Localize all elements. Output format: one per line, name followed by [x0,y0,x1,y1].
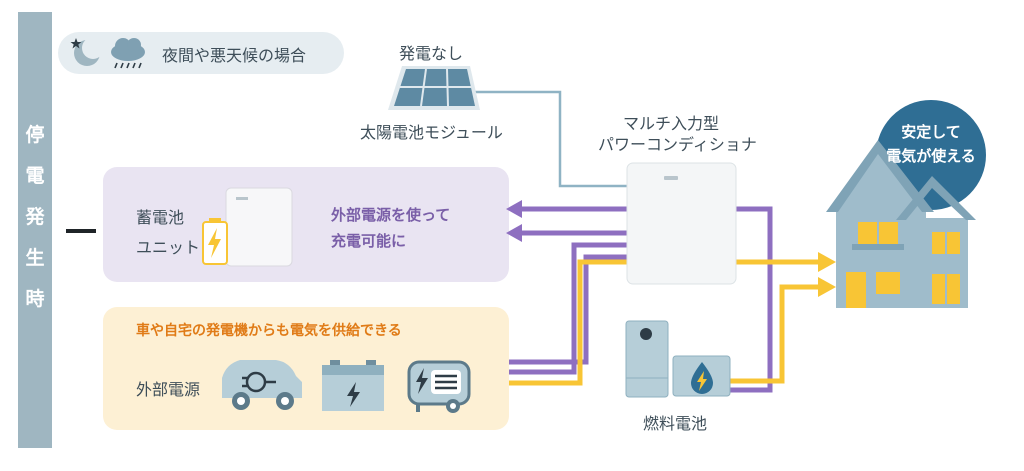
solar-status-label: 発電なし [399,44,464,63]
car-battery-icon [322,360,384,411]
battery-desc-line2: 充電可能に [331,232,407,250]
fuel-cell-label: 燃料電池 [643,414,708,433]
house-icon [826,140,976,308]
battery-label-line2: ユニット [136,238,201,257]
conditioner-label-line1: マルチ入力型 [623,114,720,133]
battery-label-line1: 蓄電池 [136,208,185,227]
arrow-head [506,224,522,242]
battery-desc-line1: 外部電源を使って [331,206,451,224]
night-condition-label: 夜間や悪天候の場合 [162,46,307,65]
arrow-head [818,277,836,297]
fuel-cell-icon [625,320,731,398]
arrow-head [818,252,836,272]
solar-module-label: 太陽電池モジュール [360,123,503,142]
solar-connection-line [472,90,630,188]
conditioner-label-line2: パワーコンディショナ [598,135,757,154]
battery-unit-icon [225,187,293,267]
charge-arrows [509,206,773,393]
car-plug-icon [222,360,302,410]
sidebar-char: 停 [25,124,45,146]
home-text-line1: 安定して [901,123,961,141]
sidebar-char: 発 [25,206,45,228]
supply-lines [509,259,820,386]
night-condition-pill [58,32,344,74]
sidebar-char: 生 [25,247,45,269]
external-power-label: 外部電源 [136,380,201,399]
power-conditioner-icon [626,162,737,285]
battery-panel [103,167,509,282]
moon-star-icon [70,37,104,66]
generator-icon [407,360,471,413]
sidebar-char: 時 [25,288,45,310]
connector-dash [66,229,96,233]
sidebar-char: 電 [25,165,45,187]
outage-sidebar [18,12,52,448]
solar-panel-icon [388,66,480,110]
external-power-title: 車や自宅の発電機からも電気を供給できる [136,323,402,339]
home-bubble-text: 安定して 電気が使える [876,120,986,168]
rain-cloud-icon [111,38,145,69]
arrow-head [506,200,522,218]
home-text-line2: 電気が使える [886,147,976,165]
charging-battery-icon [202,218,228,265]
